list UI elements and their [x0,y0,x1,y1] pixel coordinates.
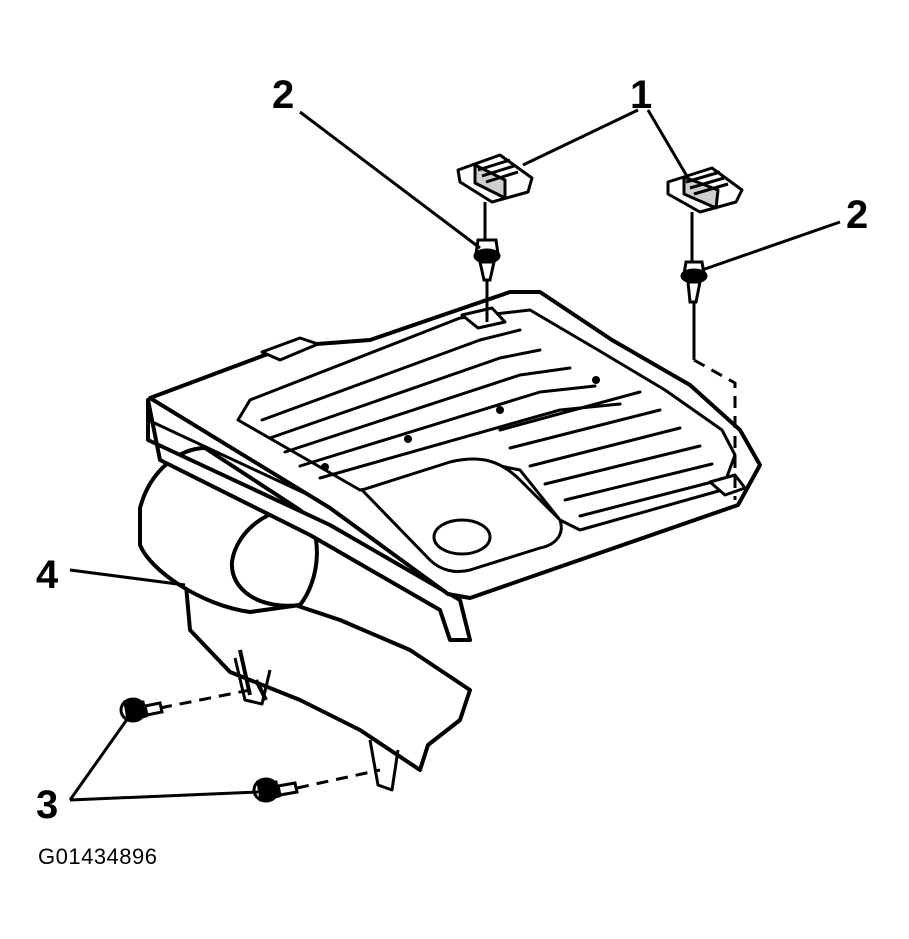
leader-1-left [522,108,639,167]
grommet-left [473,238,501,282]
bolt-upper [119,697,164,723]
insulator-left [456,153,534,204]
bolt-lower [252,777,299,803]
engine-cover [146,290,762,642]
callout-2-right: 2 [846,193,868,237]
grommet-right [680,260,708,304]
leader-lines [68,108,841,802]
callout-1: 1 [630,73,652,117]
leader-4 [69,568,186,587]
leader-1-right [646,109,690,179]
callout-2-left: 2 [272,73,294,117]
leader-2-left [299,110,481,250]
callout-4: 4 [36,553,59,597]
leader-3-lower [69,790,259,802]
figure-id: G01434896 [38,844,158,869]
alignment-lines [159,202,737,790]
air-inlet-duct [138,446,472,792]
leader-3-upper [68,717,130,801]
leader-2-right [701,220,841,272]
insulator-right [666,166,744,214]
callout-3: 3 [36,783,58,827]
